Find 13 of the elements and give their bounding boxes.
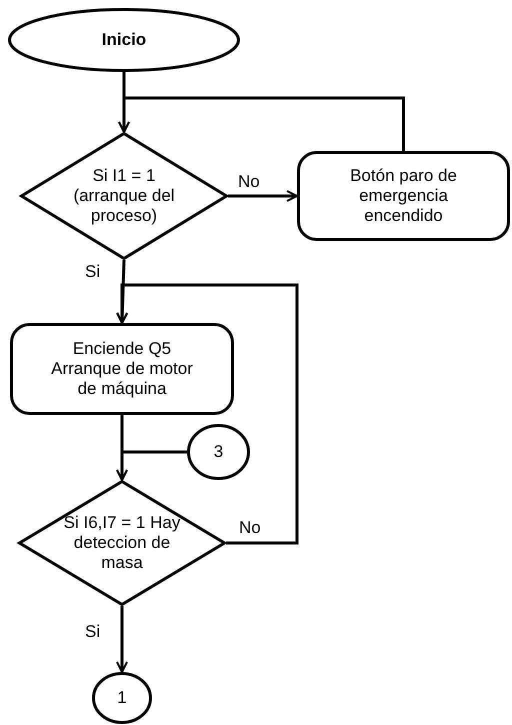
node-text: Enciende Q5 Arranque de motor de máquina: [50, 339, 194, 399]
node-text: Si I1 = 1 (arranque del proceso): [72, 166, 176, 226]
node-text: Botón paro de emergencia encendido: [349, 166, 458, 226]
arrow: [118, 96, 405, 151]
arrow: [228, 190, 298, 202]
arrow: [116, 606, 128, 673]
node-text: Inicio: [102, 30, 146, 50]
arrow: [116, 260, 128, 324]
node-text: Si I6,I7 = 1 Hay deteccion de masa: [63, 513, 181, 573]
node-text: 3: [214, 442, 224, 462]
arrow: [116, 450, 187, 481]
node-text: 1: [117, 688, 127, 708]
arrow: [116, 284, 298, 544]
